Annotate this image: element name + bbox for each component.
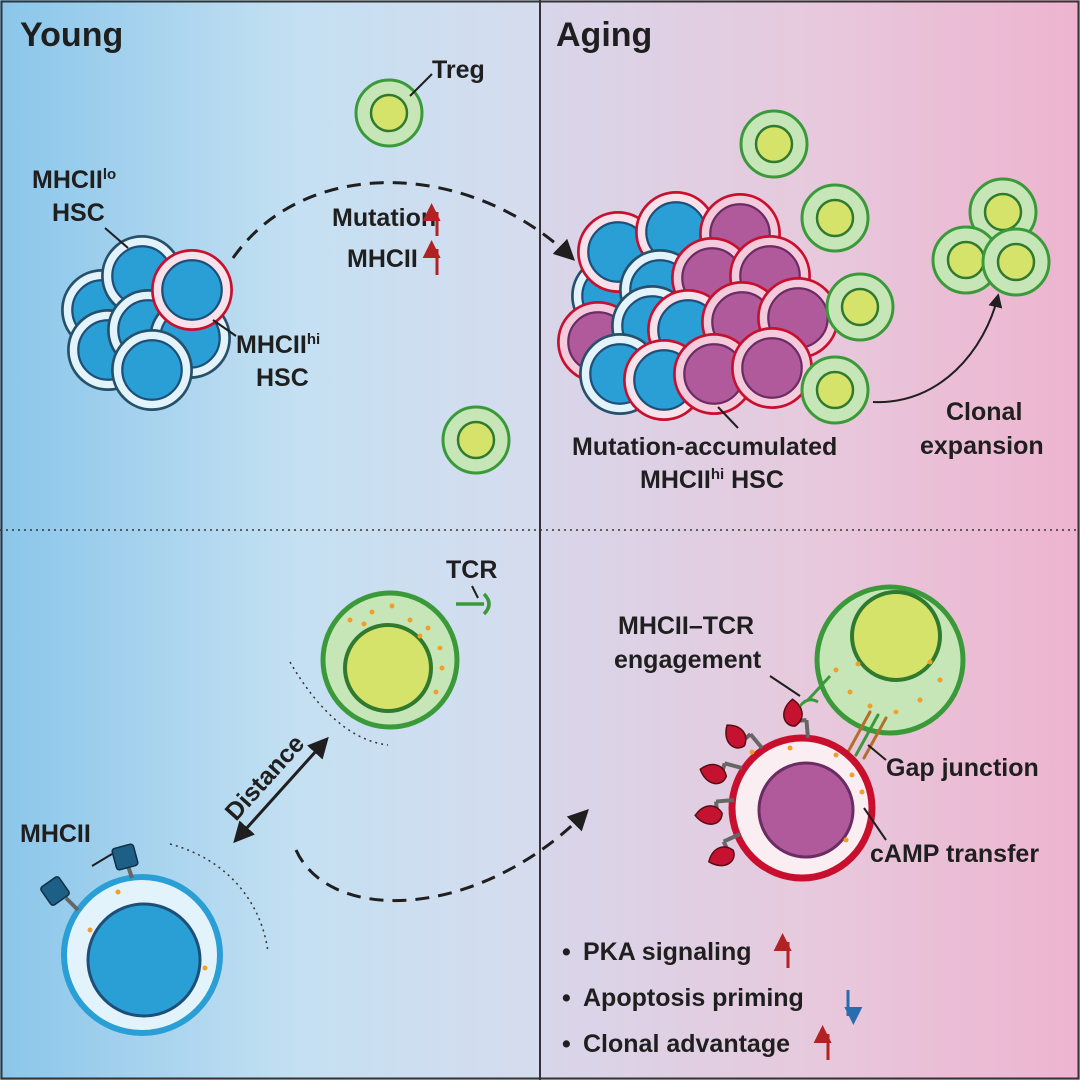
gap-junction-label: Gap junction xyxy=(886,754,1039,782)
clonal-expansion-arrow xyxy=(872,293,1003,404)
young-hsc-large xyxy=(61,874,223,1036)
treg-cell xyxy=(739,109,809,179)
bullet-marker: • xyxy=(562,938,571,966)
mutation-accumulated-leader-line xyxy=(717,406,739,429)
treg-cell xyxy=(800,183,870,253)
bullet-apoptosis-priming: Apoptosis priming xyxy=(583,984,804,1012)
treg-granules xyxy=(347,603,445,695)
mutation-accumulated-label: Mutation-accumulated xyxy=(572,433,837,461)
hsc-granules xyxy=(749,745,865,843)
aging-title: Aging xyxy=(556,16,652,54)
engagement-line1: MHCII–TCR xyxy=(618,612,754,640)
camp-leader-line xyxy=(863,807,887,841)
mhcii-lo-hsc-label: HSC xyxy=(52,199,105,227)
young-hsc-range-arc xyxy=(169,843,269,953)
transition-arrow-top xyxy=(231,181,576,261)
treg-granules xyxy=(833,659,943,715)
aging-hsc-large xyxy=(728,734,876,882)
treg-cell xyxy=(981,227,1051,297)
gap-junction xyxy=(846,710,888,760)
engagement-leader-line xyxy=(769,675,801,697)
mhcii-tcr-bond xyxy=(806,674,832,702)
mhcii-leader-line xyxy=(91,853,113,867)
tcr-label: TCR xyxy=(446,556,497,584)
camp-transfer-label: cAMP transfer xyxy=(870,840,1039,868)
young-mhcii-label: MHCII xyxy=(20,820,91,848)
bullet-pka-signaling: PKA signaling xyxy=(583,938,752,966)
mhcii-receptor-left xyxy=(40,876,80,912)
tcr-receptor-icon xyxy=(456,592,491,616)
mhcii-receptor-top xyxy=(111,843,139,879)
engagement-line2: engagement xyxy=(614,646,762,674)
mhcii-hi-leader-line xyxy=(212,319,237,337)
treg-label: Treg xyxy=(432,56,485,84)
bullet-marker: • xyxy=(562,1030,571,1058)
treg-range-arc xyxy=(289,661,389,746)
bullet-marker: • xyxy=(562,984,571,1012)
treg-leader-line xyxy=(409,73,433,97)
aging-treg-large xyxy=(814,584,966,736)
young-title: Young xyxy=(20,16,123,54)
hsc-granules xyxy=(87,889,208,971)
mhcii-hi-hsc-label: HSC xyxy=(256,364,309,392)
mutated-hsc-cell xyxy=(731,327,813,409)
aging-mhcii-hi-hsc-label: MHCIIhi HSC xyxy=(640,466,784,494)
mhcii-lo-leader-line xyxy=(104,227,129,249)
clonal-label: Clonal xyxy=(946,398,1022,426)
bullet-clonal-advantage: Clonal advantage xyxy=(583,1030,790,1058)
bullet-list: • PKA signaling • Apoptosis priming • Cl… xyxy=(562,933,863,1060)
treg-cell xyxy=(825,272,895,342)
aging-panel-bg xyxy=(540,0,1080,1080)
young-treg-large xyxy=(320,590,460,730)
tcr-cup xyxy=(798,698,819,707)
treg-cell xyxy=(800,355,870,425)
tcr-leader-line xyxy=(471,585,479,599)
expansion-label: expansion xyxy=(920,432,1044,460)
gap-junction-leader-line xyxy=(867,744,887,761)
treg-cell xyxy=(354,78,424,148)
distance-arrow xyxy=(233,736,329,844)
mutation-label: Mutation xyxy=(332,204,436,232)
treg-cell xyxy=(441,405,511,475)
hsc-cell xyxy=(111,329,193,411)
mhcii-lo-label: MHCIIlo xyxy=(32,166,116,194)
mhcii-hi-hsc-cell xyxy=(151,249,233,331)
mhcii-up-label: MHCII xyxy=(347,245,418,273)
mhcii-hi-label: MHCIIhi xyxy=(236,331,320,359)
transition-arrow-bottom xyxy=(294,809,589,903)
